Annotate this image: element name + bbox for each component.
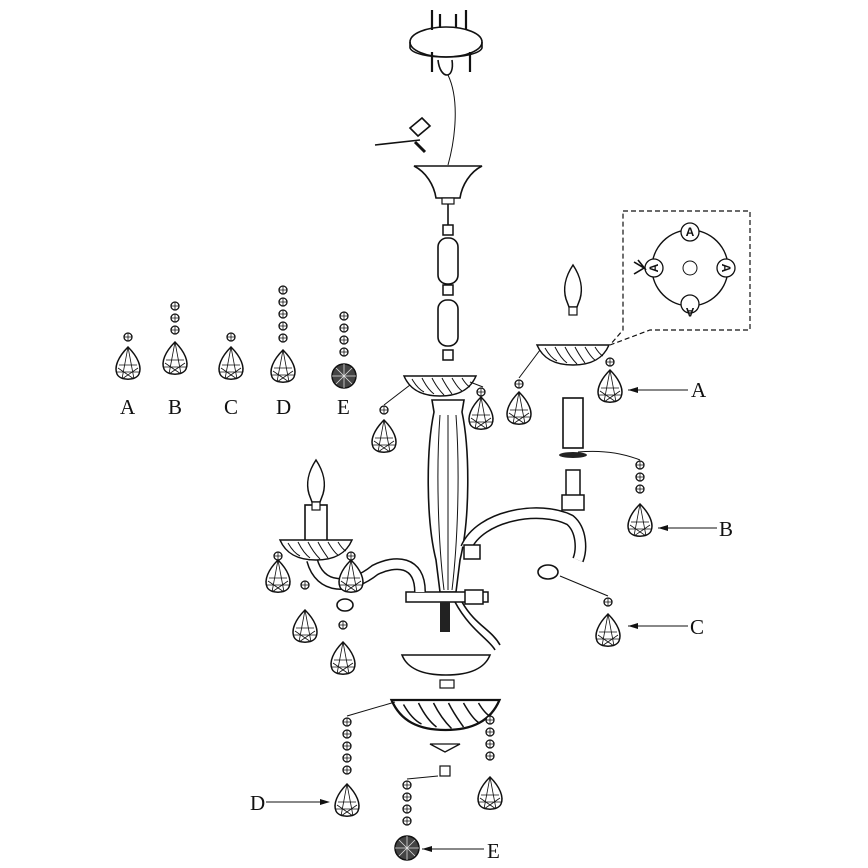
legend-label: B [168, 395, 182, 419]
legend-item-c: C [218, 332, 244, 419]
callout-label: A [691, 378, 707, 402]
bottom-bobeche [390, 698, 501, 732]
inset-marker: A [685, 305, 694, 319]
legend-item-d: D [270, 285, 296, 419]
inset-marker: A [719, 264, 733, 273]
legend-label: A [120, 395, 136, 419]
ceiling-canopy [374, 10, 483, 166]
center-bobeche [403, 375, 477, 397]
chain [437, 204, 459, 361]
inset-detail: A A A A [609, 210, 751, 346]
right-arm [460, 397, 587, 580]
callout-a: A [628, 378, 707, 402]
right-bobeche [536, 344, 610, 366]
legend-label: E [337, 395, 350, 419]
callout-b: B [658, 517, 733, 541]
callout-e: E [422, 839, 500, 863]
legend-label: D [276, 395, 291, 419]
legend-item-b: B [162, 301, 188, 419]
callout-label: B [719, 517, 733, 541]
legend-item-a: A [115, 332, 141, 419]
callout-d: D [250, 791, 330, 815]
legend-item-e: E [331, 311, 357, 419]
bottom-strands [334, 701, 503, 861]
callout-c: C [628, 615, 704, 639]
legend-label: C [224, 395, 238, 419]
legend: A B C D E [115, 285, 357, 419]
bulb-icon [306, 459, 326, 511]
bottom-bowls [400, 654, 492, 689]
callout-label: E [487, 839, 500, 863]
finial [429, 743, 461, 777]
left-arm [304, 504, 426, 612]
left-bobeche [279, 539, 353, 561]
inset-marker: A [686, 225, 695, 239]
top-cup [413, 165, 483, 205]
inset-marker: A [647, 263, 661, 272]
bulb-icon [563, 264, 583, 316]
callout-label: C [690, 615, 704, 639]
center-column [405, 399, 501, 651]
callout-label: D [250, 791, 265, 815]
